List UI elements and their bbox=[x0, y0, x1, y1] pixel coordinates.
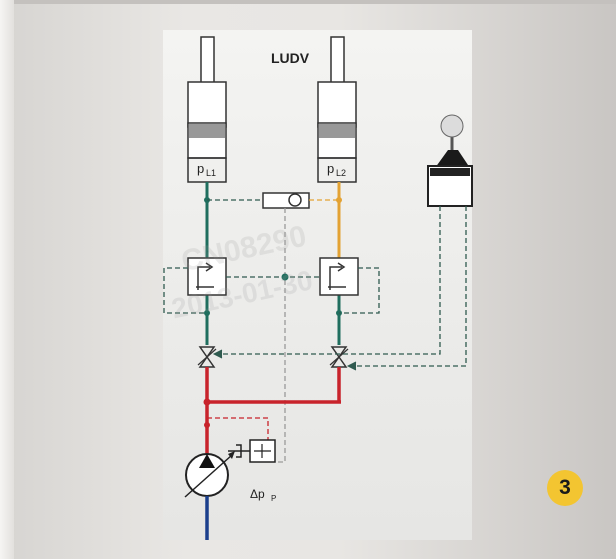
throttle-left bbox=[197, 346, 217, 368]
cylinder-right: p L2 bbox=[317, 36, 357, 183]
joystick-control bbox=[427, 114, 473, 207]
diagram-title: LUDV bbox=[271, 50, 310, 66]
cylinder-right-sub: L2 bbox=[336, 168, 346, 178]
cylinder-left-sub: L1 bbox=[206, 168, 216, 178]
cylinder-left-label: p bbox=[197, 161, 204, 176]
compensator-right bbox=[319, 257, 359, 296]
throttle-right bbox=[329, 346, 349, 368]
step-number-badge: 3 bbox=[547, 470, 583, 506]
top-border bbox=[0, 0, 616, 4]
compensator-left bbox=[187, 257, 227, 296]
shuttle-valve bbox=[262, 192, 310, 209]
pump-delta-label: Δp bbox=[250, 487, 265, 501]
pump-symbol bbox=[184, 451, 235, 498]
pump-regulator bbox=[228, 439, 276, 463]
left-border bbox=[0, 0, 14, 559]
cylinder-right-label: p bbox=[327, 161, 334, 176]
cylinder-left: p L1 bbox=[187, 36, 227, 183]
pump-delta-sub: P bbox=[271, 494, 276, 503]
